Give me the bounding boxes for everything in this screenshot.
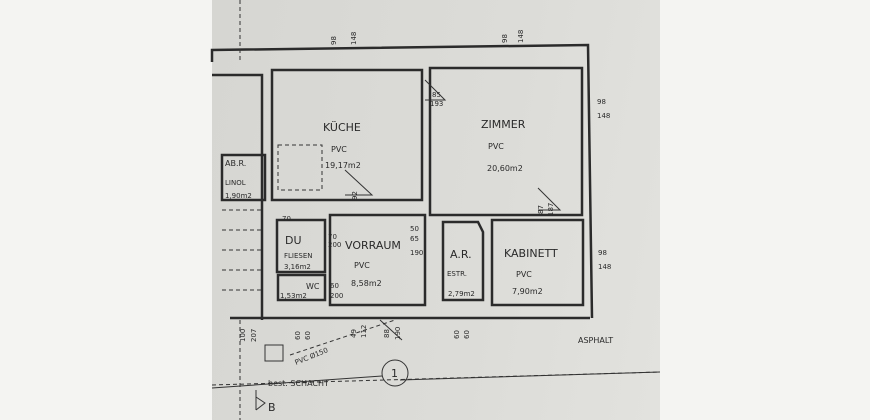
dashed-lines [211,0,661,420]
asphalt-label: ASPHALT [578,336,613,345]
room-area: 19,17m2 [325,161,361,170]
dimension-labels: 98 148 85 193 98 148 98 148 92 87 187 70… [239,30,611,342]
floor-material: PVC [354,261,370,270]
dimension: 193 [430,100,443,108]
floor-material: PVC [516,270,532,279]
room-name: DU [285,234,302,247]
floor-material: PVC [488,142,504,151]
dimension: 49 [350,329,358,338]
floor-material: LINOL [225,179,246,187]
dimension: 100 [239,329,247,342]
dimension: 92 [351,191,359,200]
floor-material: ESTR. [447,270,467,278]
room-area: 3,16m2 [284,263,311,271]
dimension: 60 [453,330,461,339]
dimension: 98 [330,36,338,45]
dimension: 200 [330,292,343,300]
room-du: DU FLIESEN 3,16m2 [284,234,313,271]
dimension: 70 [282,215,291,223]
dimension: 112 [360,325,368,338]
room-kueche: KÜCHE PVC 19,17m2 [323,121,361,170]
section-marker: B [268,401,276,414]
room-vorraum: VORRAUM PVC 8,58m2 [345,239,401,288]
dimension: 87 [537,205,545,214]
room-abr: AB.R. LINOL 1,90m2 [225,159,252,200]
walls [210,43,594,320]
dimension: 50 [410,225,419,233]
dimension: 98 [501,34,509,43]
room-kabinett: KABINETT PVC 7,90m2 [504,247,558,296]
dimension: 190 [394,327,402,340]
dimension: 60 [463,330,471,339]
axis-label: 1 [391,367,398,380]
room-area: 2,79m2 [448,290,475,298]
dimension: 207 [250,329,258,342]
dimension: 98 [597,98,606,106]
room-name: KÜCHE [323,121,361,134]
dimension: 148 [597,112,610,120]
dimension: 190 [410,249,423,257]
shaft-label: best. SCHACHT [268,379,329,388]
room-area: 20,60m2 [487,164,523,173]
room-area: 7,90m2 [512,287,543,296]
room-area: 1,53m2 [280,292,307,300]
room-area: 8,58m2 [351,279,382,288]
door-swings [211,79,661,411]
dimension: 98 [598,249,607,257]
room-name: A.R. [450,248,472,261]
room-abstellraum: A.R. ESTR. 2,79m2 [447,248,475,298]
floor-material: FLIESEN [284,252,313,260]
dimension: 60 [304,331,312,340]
dimension: 148 [350,32,358,45]
dimension: 187 [547,203,555,216]
room-name: VORRAUM [345,239,401,252]
room-zimmer: ZIMMER PVC 20,60m2 [481,118,526,173]
dimension: 60 [330,282,339,290]
room-name: WC [306,282,320,291]
dimension: 200 [328,241,341,249]
floor-material: PVC [331,145,347,154]
room-name: KABINETT [504,247,558,260]
pipe-label: PVC Ø150 [294,346,329,367]
dimension: 88 [383,329,391,338]
dimension: 70 [328,233,337,241]
dimension: 85 [432,91,441,99]
room-name: ZIMMER [481,118,526,131]
dimension: 60 [294,331,302,340]
dimension: 148 [517,30,525,43]
room-name: AB.R. [225,159,246,168]
room-wc: WC 1,53m2 [280,282,320,300]
dimension: 65 [410,235,419,243]
room-area: 1,90m2 [225,192,252,200]
dimension: 148 [598,263,611,271]
